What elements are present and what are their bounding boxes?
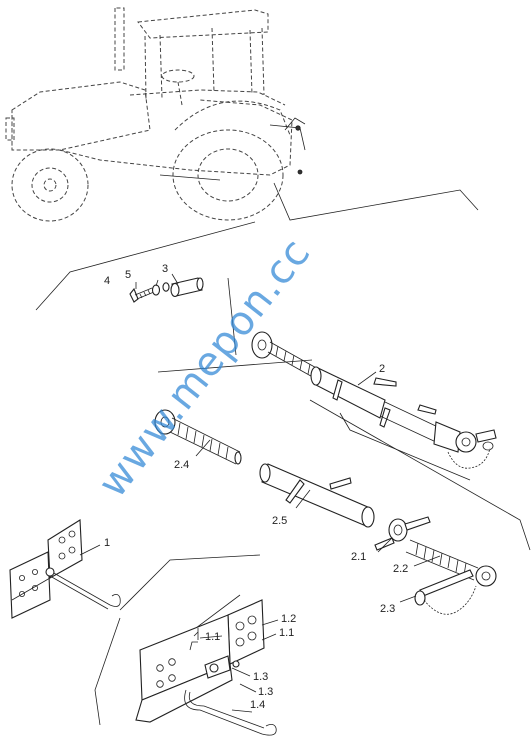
callout-1: 1 <box>104 537 110 549</box>
callout-1-3-lower: 1.3 <box>258 686 273 698</box>
callout-1-3-upper: 1.3 <box>253 671 268 683</box>
part-5-nut <box>151 282 170 296</box>
part-3-sleeve <box>170 277 204 298</box>
callout-1-1-right: 1.1 <box>279 627 294 639</box>
callout-2-3: 2.3 <box>380 603 395 615</box>
leader-lines <box>79 273 441 713</box>
part-4-bolt <box>129 287 155 303</box>
callout-1-2: 1.2 <box>281 613 296 625</box>
part-2-5-tube <box>259 463 375 528</box>
callout-1-1-left: 1.1 <box>205 631 220 643</box>
callout-4: 4 <box>104 275 110 287</box>
part-2-top-link <box>251 331 497 469</box>
part-2-3-pin-chain <box>414 569 477 615</box>
callout-2-1: 2.1 <box>351 551 366 563</box>
callout-2-5: 2.5 <box>272 515 287 527</box>
tractor-outline <box>5 7 306 222</box>
part-2-2-rod <box>405 539 497 587</box>
callout-2-4: 2.4 <box>174 459 189 471</box>
part-2-1-coupler <box>374 516 431 551</box>
callout-3: 3 <box>162 263 168 275</box>
callout-5: 5 <box>125 269 131 281</box>
callout-2-2: 2.2 <box>393 563 408 575</box>
callout-2: 2 <box>379 363 385 375</box>
part-1-bracket <box>9 519 121 619</box>
callout-1-4: 1.4 <box>250 699 265 711</box>
part-1-bracket-detail <box>135 599 277 736</box>
callout-labels: 4 5 3 2 2.4 2.5 2.1 2.2 2.3 1 1.2 1.1 1.… <box>104 263 408 711</box>
